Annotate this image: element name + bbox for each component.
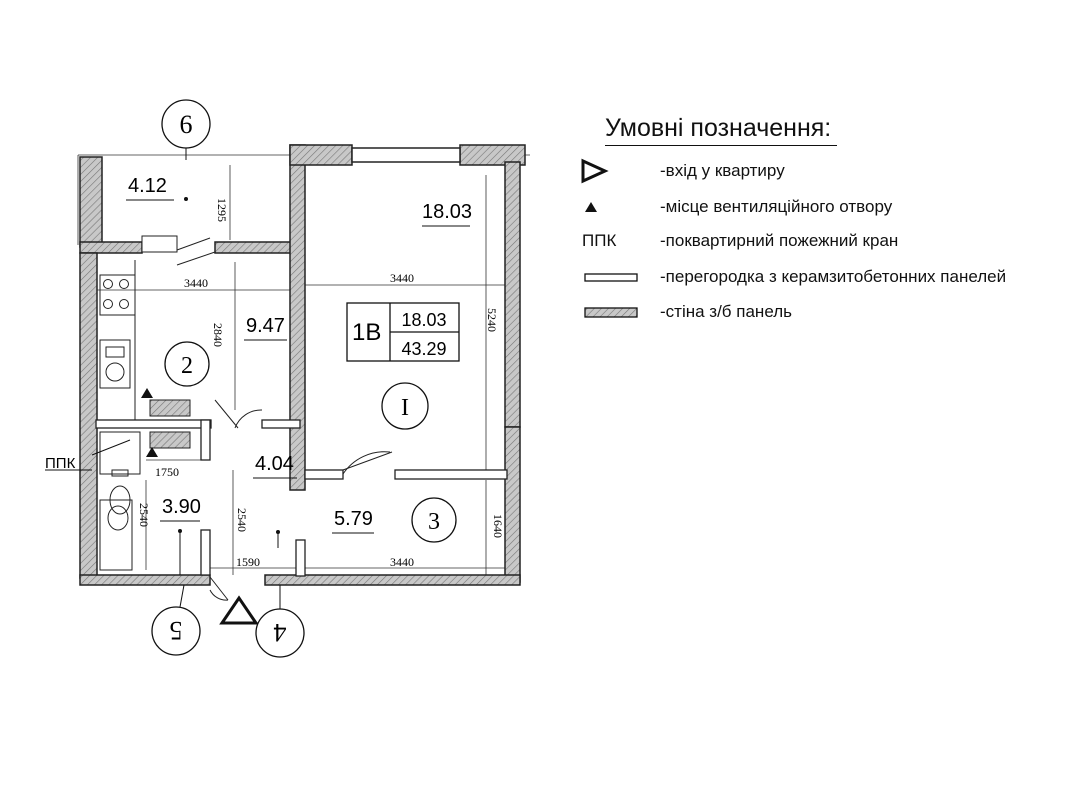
dimension-text: 2840 [211,323,225,347]
axis-label-5: 5 [170,616,183,645]
legend-item-ppk: ППК -поквартирний пожежний кран [575,228,898,254]
right-wall-lower [504,426,521,583]
legend-item-partition: -перегородка з керамзитобетонних панелей [575,264,1006,290]
total-area-label: 43.29 [401,339,446,359]
dimension-text: 5240 [485,308,499,332]
dimension-text: 2540 [235,508,249,532]
dimension-text: 3440 [390,555,414,569]
dimension-text: 1590 [236,555,260,569]
room-area: 5.79 [334,508,373,530]
vent-triangle-icon [585,202,597,212]
corridor-partition [295,539,306,577]
vent-shafts [149,399,191,449]
room-area: 4.12 [128,175,167,197]
room-areas: 18.03 4.12 9.47 4.04 3.90 5.79 [126,175,472,534]
legend-label: -вхід у квартиру [660,161,785,180]
balcony-bottom-wall [79,241,143,254]
legend-label: -перегородка з керамзитобетонних панелей [660,267,1007,286]
axis-label-6: 6 [180,110,193,139]
dimension-text: 1750 [155,465,179,479]
bath-right-partition-bottom [200,529,211,576]
dimension-text: 3440 [184,276,208,290]
sink-icon [99,339,131,389]
living-area-label: 18.03 [401,310,446,330]
hall-partition [261,419,301,429]
walls [79,144,526,586]
entrance-triangle-icon [581,158,609,184]
legend-item-vent: -місце вентиляційного отвору [575,194,892,220]
ppk-tag: ППК [45,455,76,472]
room-number-2: 2 [181,353,193,379]
room-i-bottom-partition-left [304,469,344,480]
room-area: 4.04 [255,453,294,475]
ppk-symbol: ППК [582,231,617,250]
legend-label: -місце вентиляційного отвору [660,197,893,216]
concrete-wall-icon [584,307,638,318]
room-number-i: I [401,395,409,421]
dimension-text: 1295 [215,198,229,222]
apartment-type-label: 1B [352,319,381,346]
partition-icon [584,273,638,282]
doors [141,235,393,601]
dimension-text: 3440 [390,271,414,285]
balcony-bottom-wall-right [214,241,296,254]
bath-top-partition [95,419,212,429]
legend-title: Умовні позначення: [605,114,832,142]
room-i-right-wall [504,161,521,428]
dimension-texts: 1295 3440 3440 2840 5240 1750 2540 2540 … [137,198,505,569]
dimension-text: 2540 [137,503,151,527]
washbasin-icon [99,499,133,571]
leader-lines [91,439,279,575]
entrance-triangle-icon [219,595,259,625]
legend-item-entrance: -вхід у квартиру [575,158,785,184]
room-number-circles [164,341,457,543]
window [351,147,461,163]
legend-label: -поквартирний пожежний кран [660,231,899,250]
vent-triangle-icon [146,447,158,457]
axis-lines [179,148,281,609]
room-area: 9.47 [246,315,285,337]
bottom-wall-right [264,574,521,586]
stove-icon [99,260,136,420]
room-i-left-wall [289,144,306,491]
apartment-info-box [346,302,460,362]
left-wall [79,252,98,579]
room-number-3: 3 [428,509,440,535]
room-i-bottom-partition-right [394,469,508,480]
axis-label-4: 4 [274,618,287,647]
room-i-top-wall-left [289,144,353,166]
legend-label: -стіна з/б панель [660,302,792,321]
bottom-wall-left [79,574,211,586]
room-area: 3.90 [162,496,201,518]
room-area: 18.03 [422,201,472,223]
floor-plan: 1B 18.03 43.29 18.03 4.12 9.47 4.04 3.90… [45,99,530,658]
vent-triangle-icon [141,388,153,398]
balcony-left-wall [79,156,103,248]
legend-item-concrete-wall: -стіна з/б панель [575,299,792,325]
dimension-text: 1640 [491,514,505,538]
legend-title-underline [605,145,837,146]
bath-right-partition-top [200,419,211,461]
